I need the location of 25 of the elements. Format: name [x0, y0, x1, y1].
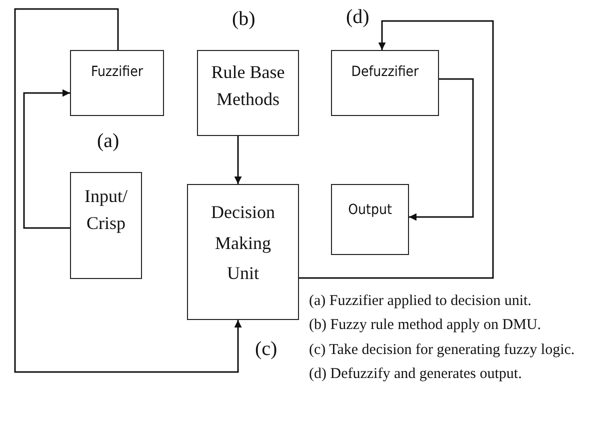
- process-box: [331, 184, 409, 255]
- box-label: Rule Base Methods: [210, 61, 286, 111]
- process-box: [70, 172, 142, 279]
- step-letter: (c): [255, 338, 278, 361]
- note-text: (b) Fuzzy rule method apply on DMU.: [309, 317, 542, 334]
- process-box: [70, 50, 164, 116]
- arrow: [23, 89, 70, 229]
- box-label: Fuzzifier: [90, 64, 144, 81]
- box-label: Input/ Crisp: [84, 185, 128, 235]
- process-box: [187, 184, 299, 320]
- arrow: [299, 20, 494, 279]
- note-text: (c) Take decision for generating fuzzy logic.: [309, 342, 575, 359]
- process-box: [331, 50, 439, 116]
- note-text: (d) Defuzzify and generates output.: [309, 366, 522, 383]
- box-label: Defuzzifier: [351, 64, 419, 81]
- box-label: Decision Making Unit: [210, 201, 276, 286]
- step-letter: (d): [346, 6, 370, 29]
- step-letter: (b): [232, 8, 256, 31]
- note-text: (a) Fuzzifier applied to decision unit.: [309, 293, 532, 310]
- process-box: [197, 50, 299, 136]
- arrow: [409, 78, 474, 221]
- step-letter: (a): [97, 130, 120, 153]
- arrow: [14, 8, 242, 373]
- arrow: [234, 136, 242, 184]
- box-label: Output: [348, 202, 392, 219]
